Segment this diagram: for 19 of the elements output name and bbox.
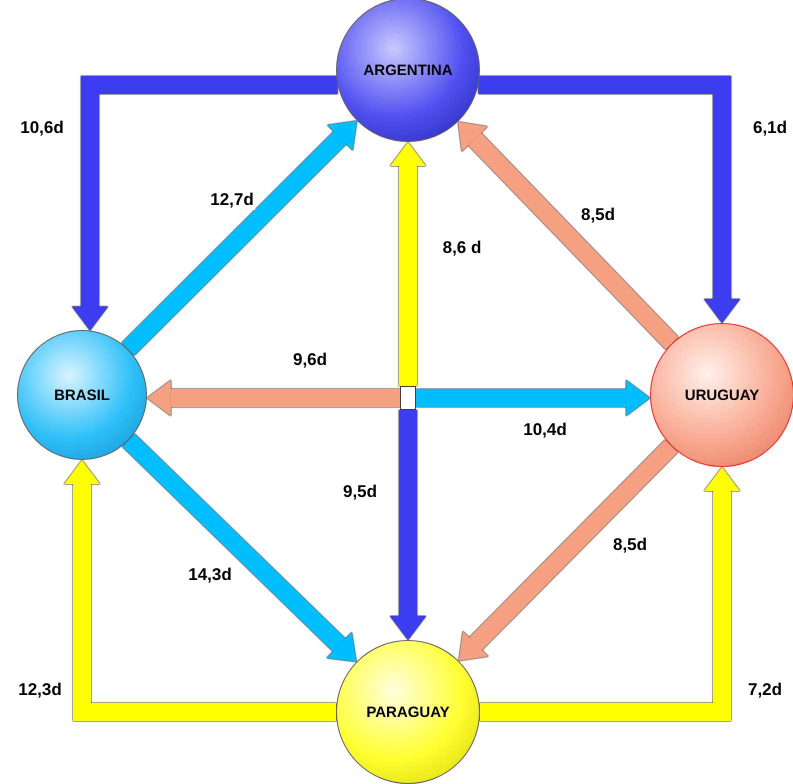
arrow (390, 410, 426, 640)
arrow (146, 380, 400, 416)
arrow (480, 467, 740, 721)
arrow (416, 380, 650, 416)
junction-box (400, 386, 416, 410)
country-name: ARGENTINA (363, 62, 453, 78)
country-name: URUGUAY (684, 386, 760, 404)
arrow (64, 460, 336, 721)
arrow (72, 76, 338, 330)
country-name: PARAGUAY (366, 704, 450, 720)
edge-label: 12,3d (16, 680, 64, 700)
country-name: BRASIL (54, 386, 110, 404)
edge-label: 14,3d (186, 565, 234, 585)
edge-label: 10,6d (18, 118, 66, 138)
arrow (390, 142, 426, 386)
edge-label: 8,6 d (440, 238, 484, 258)
edge-label: 12,7d (208, 190, 256, 210)
arrow (478, 76, 740, 323)
edge-label: 10,4d (521, 420, 569, 440)
